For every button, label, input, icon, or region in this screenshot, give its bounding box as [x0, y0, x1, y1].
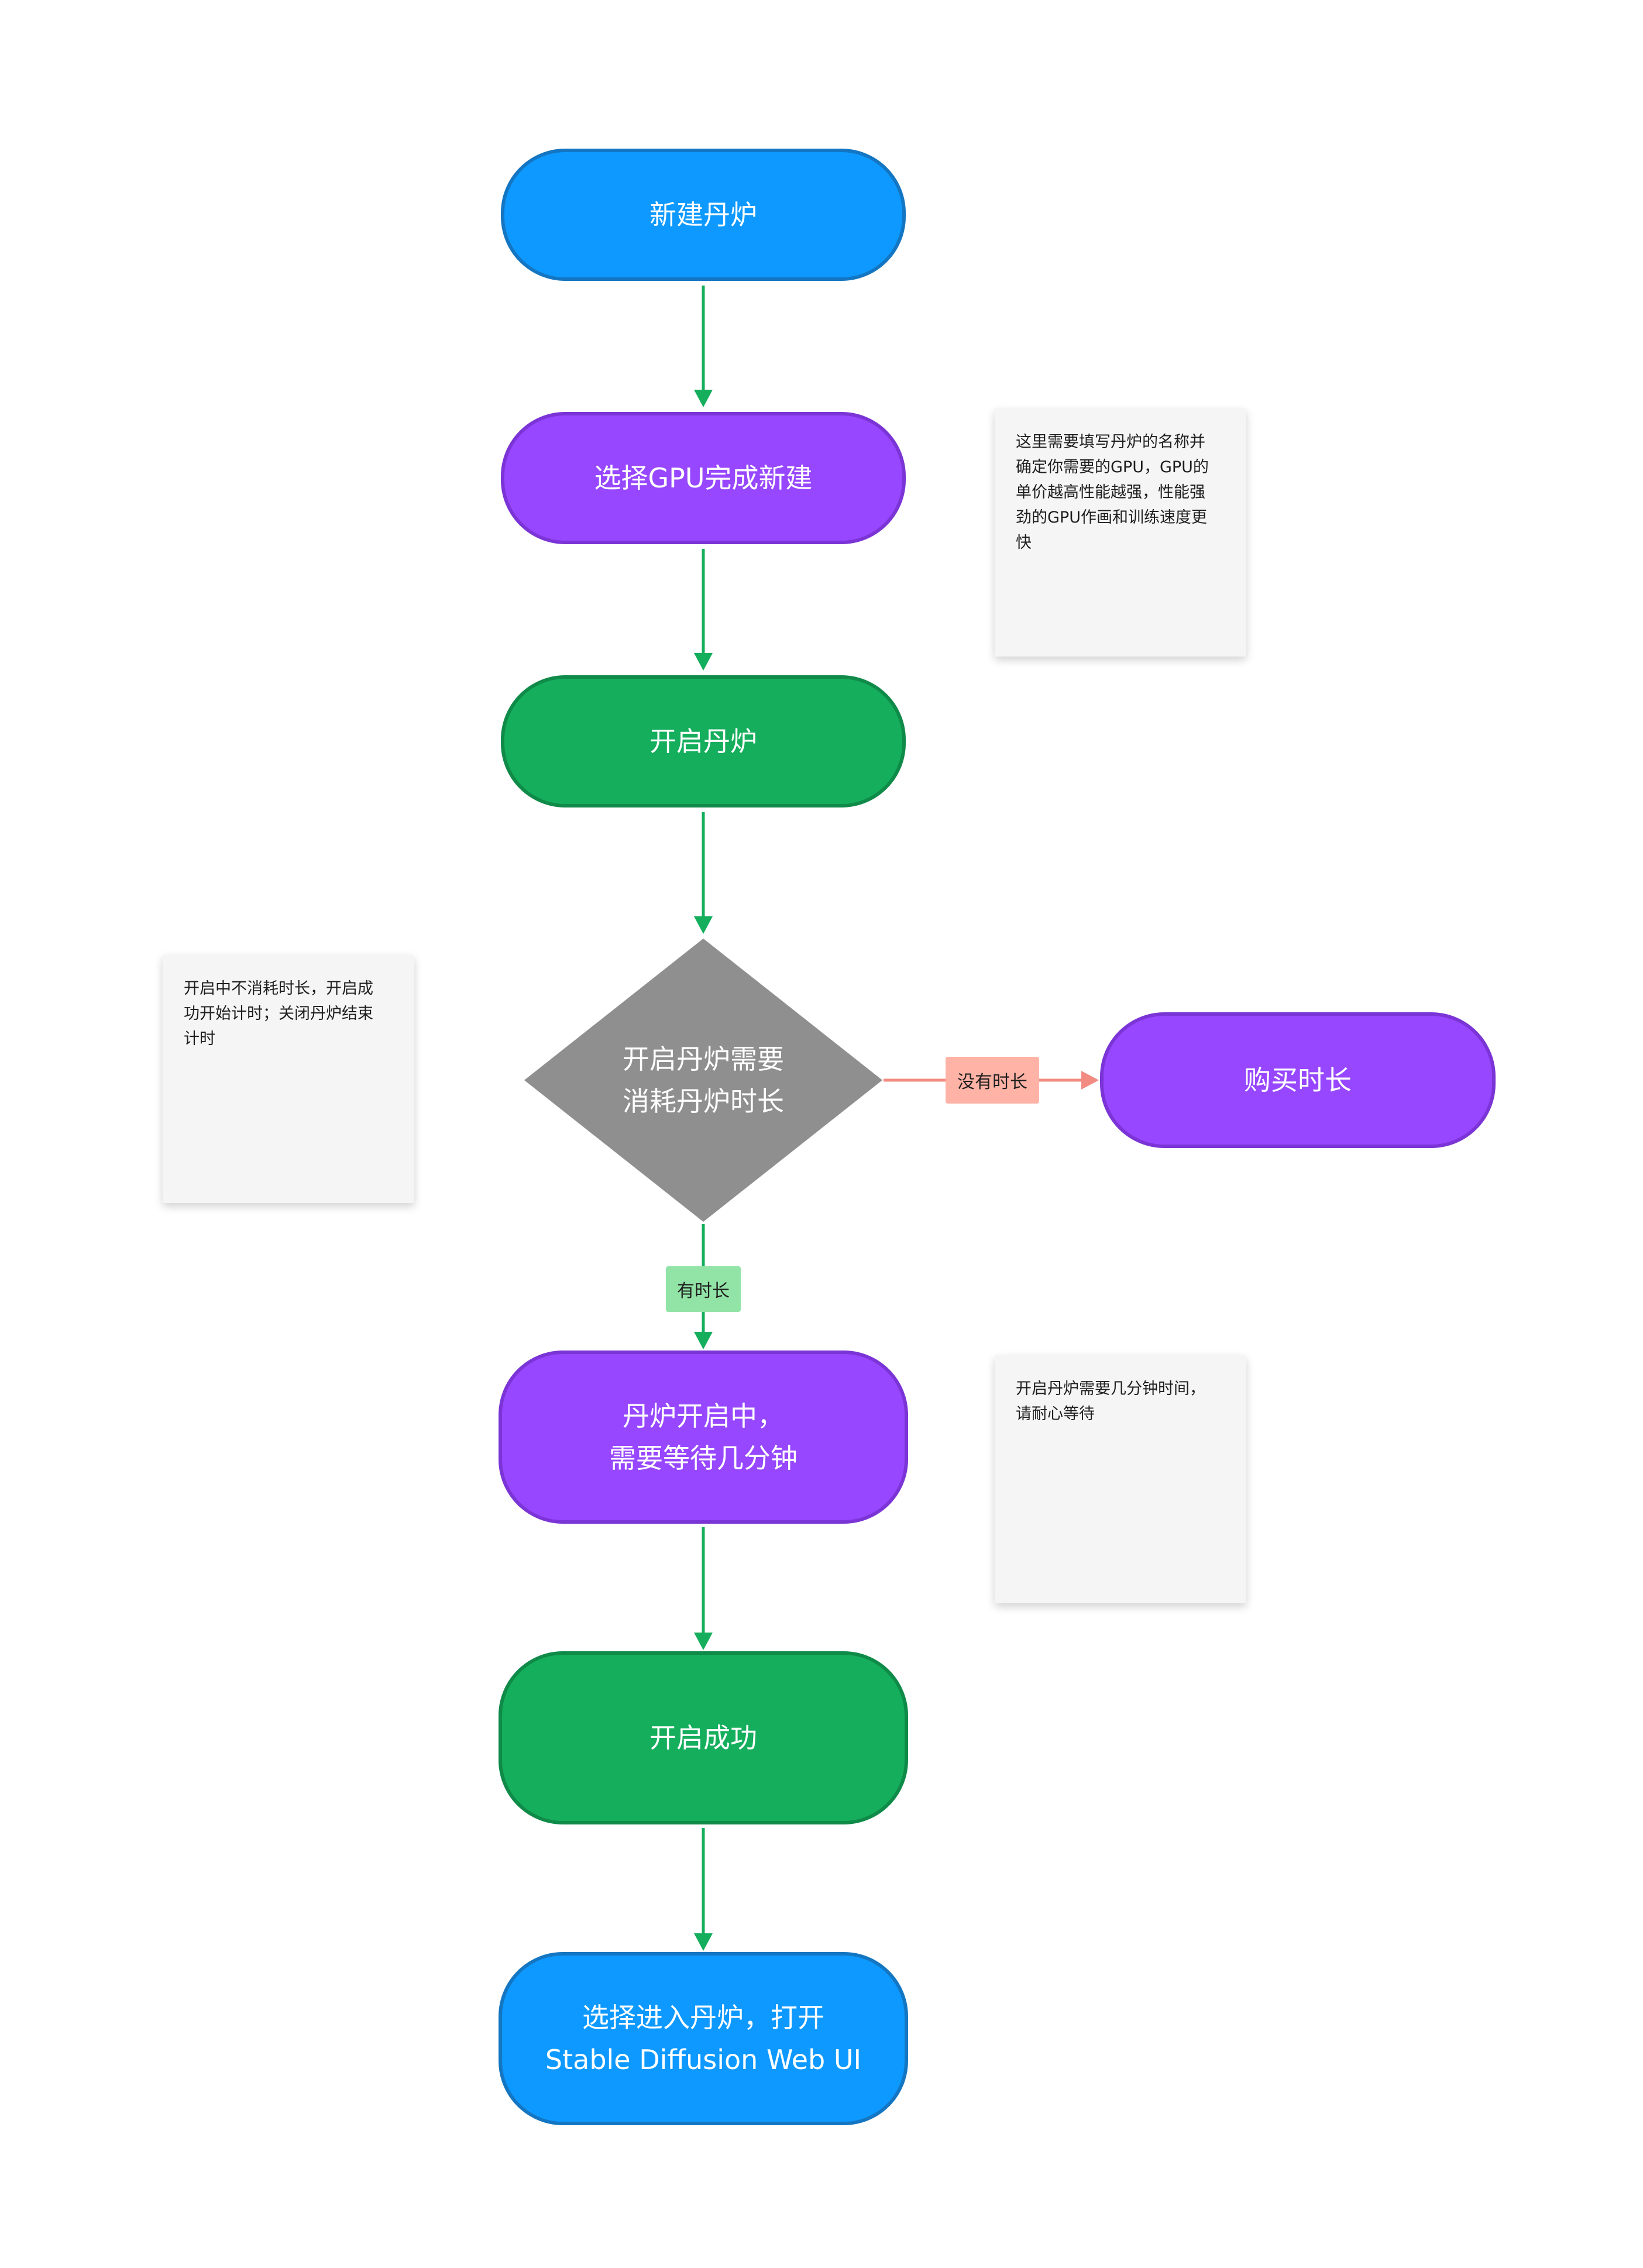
node-choose-gpu-label: 选择GPU完成新建 — [594, 462, 813, 494]
arrowhead — [694, 1633, 713, 1650]
node-buy-time[interactable]: 购买时长 — [1100, 1012, 1496, 1148]
note-gpu-line: 单价越高性能越强，性能强 — [1016, 483, 1205, 501]
decision-diamond[interactable] — [524, 939, 882, 1222]
edge-label-has-time[interactable]: 有时长 — [666, 1266, 741, 1312]
edge-label-no-time[interactable]: 没有时长 — [946, 1057, 1039, 1104]
note-consume[interactable]: 开启中不消耗时长，开启成 功开始计时；关闭丹炉结束 计时 — [163, 955, 414, 1203]
decision-line-2: 消耗丹炉时长 — [623, 1085, 784, 1117]
note-gpu-line: 确定你需要的GPU，GPU的 — [1016, 458, 1209, 476]
node-new-furnace-label: 新建丹炉 — [649, 199, 757, 231]
note-consume-line: 功开始计时；关闭丹炉结束 — [184, 1005, 373, 1023]
note-gpu[interactable]: 这里需要填写丹炉的名称并 确定你需要的GPU，GPU的 单价越高性能越强，性能强… — [995, 408, 1246, 657]
node-enter-furnace-line-1: 选择进入丹炉，打开 — [582, 2002, 824, 2033]
arrowhead — [694, 390, 713, 407]
arrowhead — [694, 1933, 713, 1951]
note-wait-line: 开启丹炉需要几分钟时间， — [1016, 1380, 1205, 1398]
decision-label: 开启丹炉需要 消耗丹炉时长 — [554, 1028, 853, 1133]
note-wait[interactable]: 开启丹炉需要几分钟时间， 请耐心等待 — [995, 1355, 1246, 1603]
arrowhead — [694, 916, 713, 934]
node-start-success-label: 开启成功 — [649, 1722, 757, 1754]
node-enter-furnace-line-2: Stable Diffusion Web UI — [545, 2044, 862, 2075]
node-starting-line-1: 丹炉开启中， — [623, 1400, 784, 1432]
note-consume-line: 计时 — [184, 1030, 215, 1048]
node-starting-line-2: 需要等待几分钟 — [609, 1442, 798, 1474]
node-starting[interactable]: 丹炉开启中， 需要等待几分钟 — [499, 1351, 908, 1524]
arrowhead — [694, 653, 713, 671]
arrowhead — [694, 1332, 713, 1349]
note-gpu-line: 快 — [1016, 534, 1032, 552]
node-buy-time-label: 购买时长 — [1244, 1064, 1352, 1096]
node-start-furnace-label: 开启丹炉 — [649, 726, 757, 757]
node-start-furnace[interactable]: 开启丹炉 — [501, 675, 906, 807]
node-new-furnace[interactable]: 新建丹炉 — [501, 149, 906, 281]
decision-line-1: 开启丹炉需要 — [623, 1043, 784, 1075]
note-gpu-line: 劲的GPU作画和训练速度更 — [1016, 508, 1207, 527]
node-choose-gpu[interactable]: 选择GPU完成新建 — [501, 412, 906, 544]
arrowhead — [1081, 1071, 1099, 1090]
edge-label-no-time-text: 没有时长 — [957, 1072, 1027, 1092]
note-consume-line: 开启中不消耗时长，开启成 — [184, 980, 373, 998]
note-wait-line: 请耐心等待 — [1016, 1405, 1095, 1423]
node-enter-furnace[interactable]: 选择进入丹炉，打开 Stable Diffusion Web UI — [499, 1952, 908, 2125]
edge-label-has-time-text: 有时长 — [677, 1281, 730, 1301]
node-start-success[interactable]: 开启成功 — [499, 1651, 908, 1824]
note-gpu-line: 这里需要填写丹炉的名称并 — [1016, 433, 1205, 451]
